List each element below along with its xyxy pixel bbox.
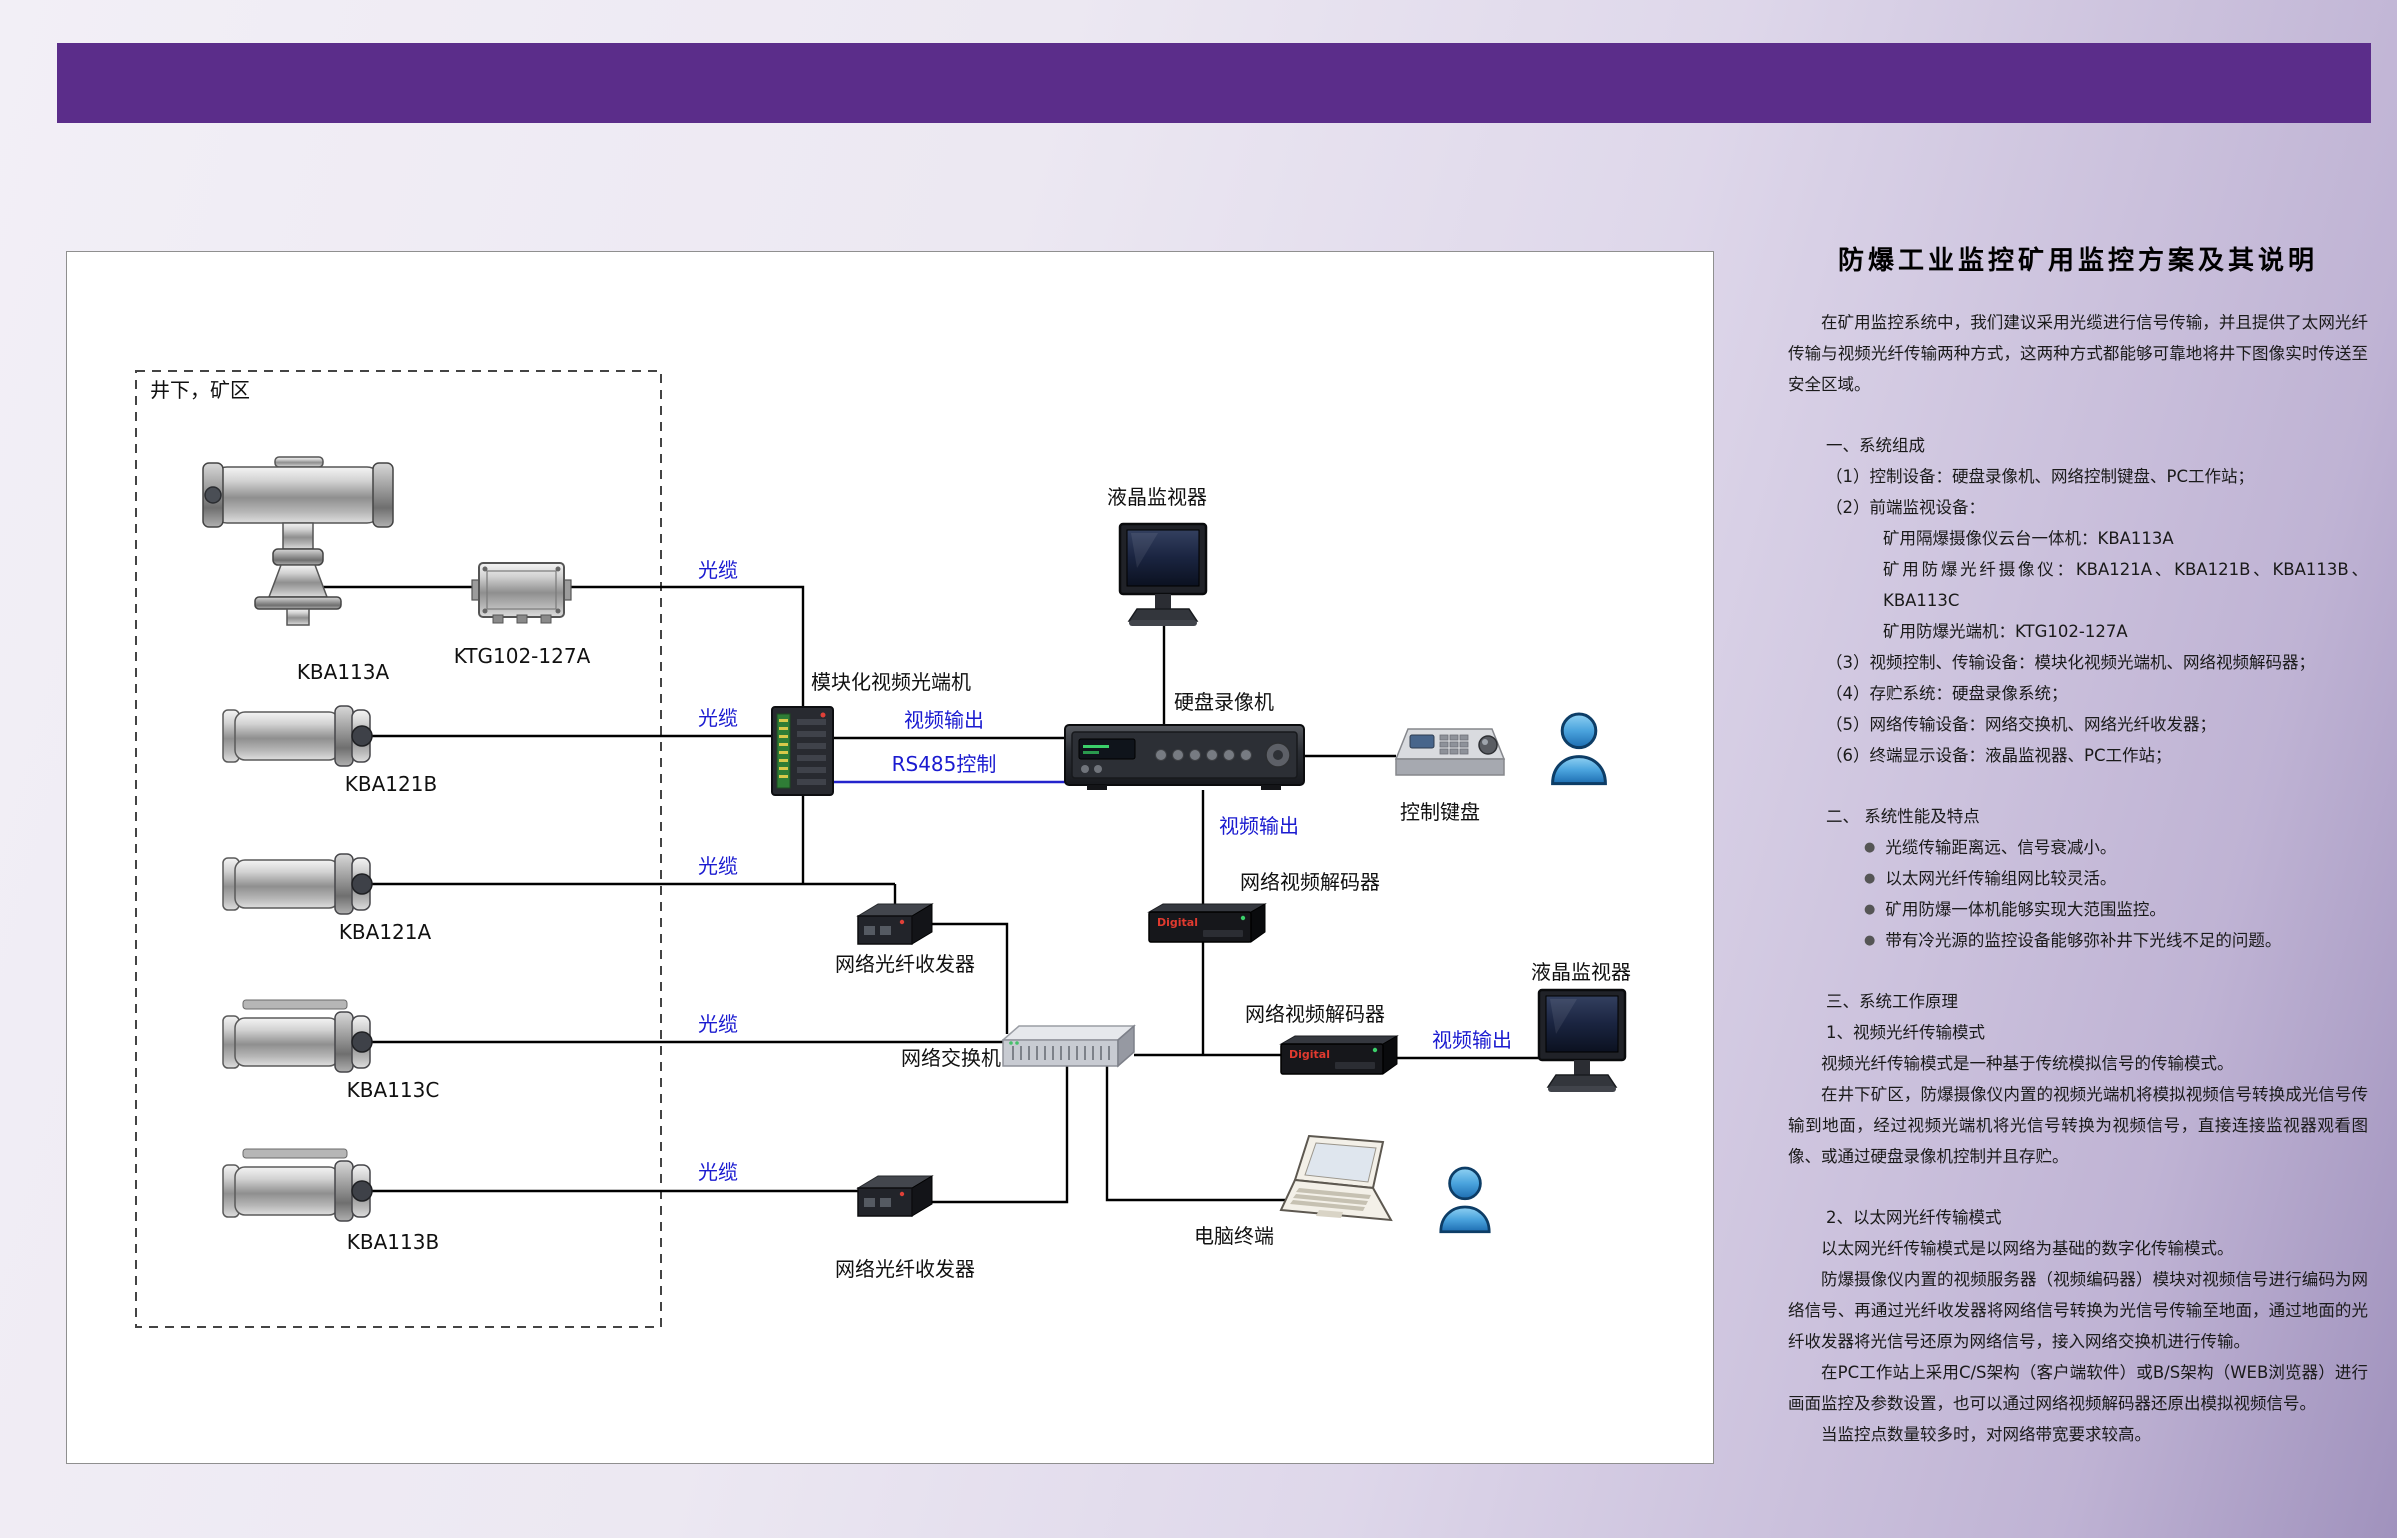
feature-item: ● 以太网光纤传输组网比较灵活。 [1864,863,2368,894]
section-3-heading: 三、系统工作原理 [1826,992,1958,1011]
s3-paragraph: 在PC工作站上采用C/S架构（客户端软件）或B/S架构（WEB浏览器）进行画面监… [1788,1363,2368,1413]
camera-kba113b-illustration [222,1160,373,1222]
pc-terminal-label: 电脑终端 [1194,1224,1274,1248]
ktg102-127a-illustration [471,562,572,624]
s1-item: （5）网络传输设备：网络交换机、网络光纤收发器； [1826,715,2216,734]
lcd-monitor-top-illustration [1118,522,1208,628]
monitor-top-label: 液晶监视器 [1107,485,1207,509]
fiber-label-3: 光缆 [698,854,738,878]
control-keyboard-label: 控制键盘 [1400,800,1480,824]
decoder-2-label: 网络视频解码器 [1245,1002,1385,1026]
optical-terminal-illustration [771,706,834,796]
kba113b-bracket [242,1148,348,1159]
video-out-label-2: 视频输出 [1219,814,1299,838]
fiber-transceiver-2-label: 网络光纤收发器 [835,1257,975,1281]
fiber-label-5: 光缆 [698,1160,738,1184]
s1-subitem: 矿用防爆光端机：KTG102-127A [1883,622,2128,641]
bullet-dot-icon: ● [1864,840,1876,855]
fiber-label-1: 光缆 [698,558,738,582]
feature-text: 光缆传输距离远、信号衰减小。 [1885,838,2117,857]
s3-sub2-heading: 2、以太网光纤传输模式 [1826,1208,2002,1227]
feature-item: ● 矿用防爆一体机能够实现大范围监控。 [1864,894,2368,925]
dvr-label: 硬盘录像机 [1174,690,1274,714]
section-1-heading: 一、系统组成 [1826,436,1925,455]
network-switch-label: 网络交换机 [901,1046,1001,1070]
mine-zone-label: 井下，矿区 [150,378,250,402]
s1-subitem: 矿用防爆光纤摄像仪：KBA121A、KBA121B、KBA113B、KBA113… [1883,560,2368,610]
s1-item: （1）控制设备：硬盘录像机、网络控制键盘、PC工作站； [1826,467,2254,486]
feature-item: ● 光缆传输距离远、信号衰减小。 [1864,832,2368,863]
diagram-panel: Digital Digital [66,251,1714,1464]
s3-paragraph: 在井下矿区，防爆摄像仪内置的视频光端机将模拟视频信号转换成光信号传输到地面，经过… [1788,1085,2368,1166]
s3-paragraph: 视频光纤传输模式是一种基于传统模拟信号的传输模式。 [1821,1054,2234,1073]
s3-sub1-heading: 1、视频光纤传输模式 [1826,1023,1985,1042]
s3-paragraph: 以太网光纤传输模式是以网络为基础的数字化传输模式。 [1821,1239,2234,1258]
ktg102-label: KTG102-127A [453,644,591,668]
decoder-1-brand-text: Digital [1157,916,1198,929]
fiber-label-4: 光缆 [698,1012,738,1036]
feature-text: 以太网光纤传输组网比较灵活。 [1885,869,2117,888]
feature-item: ● 带有冷光源的监控设备能够弥补井下光线不足的问题。 [1864,925,2368,956]
operator-person-icon [1551,712,1607,786]
s1-item: （4）存贮系统：硬盘录像系统； [1826,684,2068,703]
feature-text: 矿用防爆一体机能够实现大范围监控。 [1885,900,2166,919]
monitor-right-label: 液晶监视器 [1531,960,1631,984]
fiber-transceiver-1-label: 网络光纤收发器 [835,952,975,976]
s1-subitem: 矿用隔爆摄像仪云台一体机：KBA113A [1883,529,2174,548]
s3-paragraph: 当监控点数量较多时，对网络带宽要求较高。 [1821,1425,2151,1444]
camera-kba121a-illustration [222,853,373,915]
title-bar [57,43,2371,123]
kba121b-label: KBA121B [344,772,438,796]
camera-kba113a-illustration [202,456,394,626]
control-keyboard-illustration [1394,728,1506,776]
kba113a-label: KBA113A [296,660,390,684]
section-2-heading: 二、 系统性能及特点 [1826,807,1980,826]
kba113c-bracket [242,999,348,1010]
intro-paragraph: 在矿用监控系统中，我们建议采用光缆进行信号传输，并且提供了太网光纤传输与视频光纤… [1788,313,2368,394]
s1-item: （2）前端监视设备： [1826,498,1985,517]
video-out-label-1: 视频输出 [904,708,984,732]
network-switch-illustration [1001,1024,1136,1068]
s1-item: （3）视频控制、传输设备：模块化视频光端机、网络视频解码器； [1826,653,2315,672]
decoder-2-brand-text: Digital [1289,1048,1330,1061]
connection-lines [323,585,1543,1204]
article-panel: 防爆工业监控矿用监控方案及其说明 在矿用监控系统中，我们建议采用光缆进行信号传输… [1788,246,2368,1450]
system-diagram: Digital Digital [135,370,1627,1328]
kba121a-label: KBA121A [338,920,432,944]
optical-terminal-label: 模块化视频光端机 [811,670,971,694]
video-out-label-3: 视频输出 [1432,1028,1512,1052]
fiber-transceiver-1-illustration [857,903,933,945]
s1-item: （6）终端显示设备：液晶监视器、PC工作站； [1826,746,2172,765]
rs485-label: RS485控制 [891,752,997,776]
bullet-dot-icon: ● [1864,933,1876,948]
mine-zone-boundary [135,370,662,1328]
decoder-1-label: 网络视频解码器 [1240,870,1380,894]
dvr-illustration [1064,724,1305,790]
feature-text: 带有冷光源的监控设备能够弥补井下光线不足的问题。 [1885,931,2282,950]
lcd-monitor-right-illustration [1537,988,1627,1094]
camera-kba113c-illustration [222,1011,373,1073]
fiber-transceiver-2-illustration [857,1175,933,1217]
kba113b-label: KBA113B [346,1230,440,1254]
s3-paragraph: 防爆摄像仪内置的视频服务器（视频编码器）模块对视频信号进行编码为网络信号、再通过… [1788,1270,2368,1351]
feature-list: ● 光缆传输距离远、信号衰减小。 ● 以太网光纤传输组网比较灵活。 ● 矿用防爆一体机… [1788,832,2368,956]
camera-kba121b-illustration [222,705,373,767]
article-title: 防爆工业监控矿用监控方案及其说明 [1837,246,2318,276]
kba113c-label: KBA113C [346,1078,440,1102]
fiber-label-2: 光缆 [698,706,738,730]
laptop-illustration [1279,1134,1393,1222]
pc-user-person-icon [1439,1166,1491,1234]
bullet-dot-icon: ● [1864,902,1876,917]
bullet-dot-icon: ● [1864,871,1876,886]
